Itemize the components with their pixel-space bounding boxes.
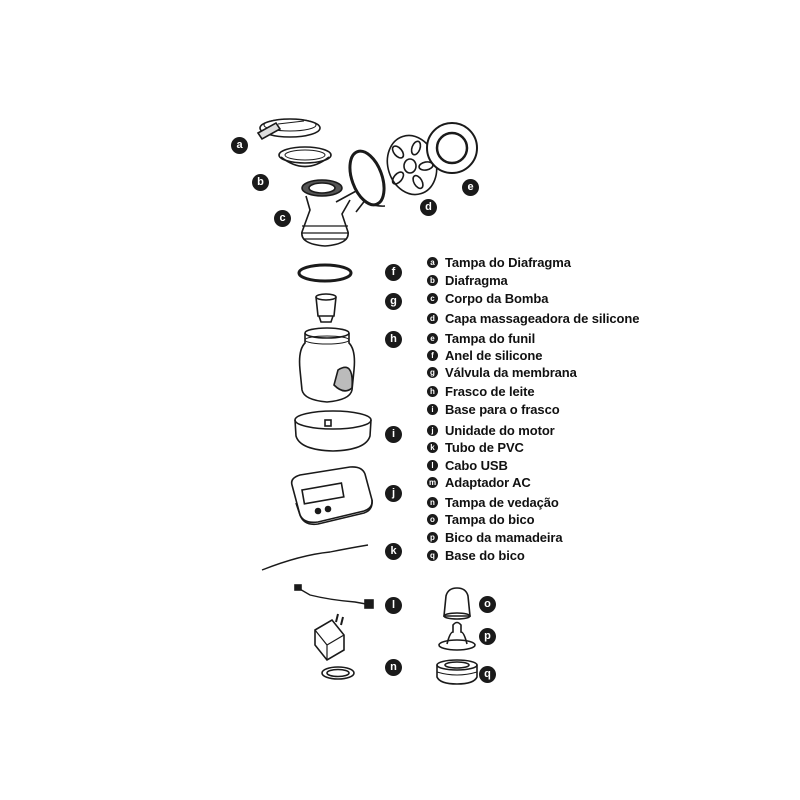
legend-item: d Capa massageadora de silicone [427, 311, 639, 326]
pump-body-part [301, 179, 371, 247]
milk-bottle-part [298, 327, 356, 403]
bottle-nipple-part [438, 621, 476, 651]
funnel-part [348, 149, 386, 207]
legend-label: Tampa do bico [445, 512, 535, 527]
badge-e: e [462, 179, 479, 196]
badge-h: h [385, 331, 402, 348]
legend-label: Válvula da membrana [445, 365, 577, 380]
legend-marker: c [427, 293, 438, 304]
legend-label: Anel de silicone [445, 348, 543, 363]
legend-label: Tampa do Diafragma [445, 255, 571, 270]
legend-marker: h [427, 386, 438, 397]
legend-item: i Base para o frasco [427, 402, 560, 417]
legend-marker: f [427, 350, 438, 361]
nipple-cap-part [443, 587, 471, 620]
motor-unit-part [290, 466, 373, 526]
diaphragm-cover-part [256, 118, 321, 141]
pvc-tube-part [261, 544, 369, 571]
badge-b: b [252, 174, 269, 191]
funnel-cover-part [426, 122, 478, 174]
legend-label: Capa massageadora de silicone [445, 311, 640, 326]
badge-k: k [385, 543, 402, 560]
diaphragm-part [278, 146, 332, 168]
badge-g: g [385, 293, 402, 310]
legend-marker: q [427, 550, 438, 561]
legend-marker: g [427, 367, 438, 378]
legend-item: b Diafragma [427, 273, 508, 288]
legend-item: j Unidade do motor [427, 423, 555, 438]
badge-i: i [385, 426, 402, 443]
badge-a: a [231, 137, 248, 154]
legend-label: Unidade do motor [445, 423, 555, 438]
legend-item: q Base do bico [427, 548, 525, 563]
legend-marker: o [427, 514, 438, 525]
legend-marker: m [427, 477, 438, 488]
badge-o: o [479, 596, 496, 613]
legend-item: k Tubo de PVC [427, 440, 524, 455]
bottle-base-part [294, 410, 372, 452]
legend-label: Diafragma [445, 273, 508, 288]
legend-item: n Tampa de vedação [427, 495, 559, 510]
badge-c: c [274, 210, 291, 227]
legend-label: Frasco de leite [445, 384, 535, 399]
legend-marker: a [427, 257, 438, 268]
badge-d: d [420, 199, 437, 216]
legend-label: Bico da mamadeira [445, 530, 563, 545]
legend-item: p Bico da mamadeira [427, 530, 563, 545]
legend-marker: e [427, 333, 438, 344]
legend-marker: l [427, 460, 438, 471]
legend-item: m Adaptador AC [427, 475, 531, 490]
legend-label: Adaptador AC [445, 475, 531, 490]
legend-item: f Anel de silicone [427, 348, 542, 363]
legend-label: Tampa do funil [445, 331, 536, 346]
legend-item: g Válvula da membrana [427, 365, 577, 380]
legend-marker: j [427, 425, 438, 436]
legend-item: a Tampa do Diafragma [427, 255, 571, 270]
legend-item: o Tampa do bico [427, 512, 535, 527]
sealing-cap-part [321, 666, 355, 680]
legend-label: Tubo de PVC [445, 440, 524, 455]
badge-l: l [385, 597, 402, 614]
legend-item: e Tampa do funil [427, 331, 535, 346]
legend-marker: i [427, 404, 438, 415]
legend-item: c Corpo da Bomba [427, 291, 548, 306]
legend-marker: n [427, 497, 438, 508]
legend-marker: k [427, 442, 438, 453]
badge-p: p [479, 628, 496, 645]
nipple-base-part [436, 659, 478, 685]
legend-label: Base para o frasco [445, 402, 560, 417]
legend-label: Cabo USB [445, 458, 508, 473]
legend-marker: p [427, 532, 438, 543]
badge-n: n [385, 659, 402, 676]
legend-marker: d [427, 313, 438, 324]
legend-label: Tampa de vedação [445, 495, 559, 510]
legend-item: h Frasco de leite [427, 384, 535, 399]
badge-q: q [479, 666, 496, 683]
ac-adapter-part [314, 613, 345, 662]
legend-label: Corpo da Bomba [445, 291, 549, 306]
badge-f: f [385, 264, 402, 281]
legend-marker: b [427, 275, 438, 286]
legend-item: l Cabo USB [427, 458, 508, 473]
silicone-ring-part [297, 263, 353, 283]
badge-j: j [385, 485, 402, 502]
membrane-valve-part [315, 293, 337, 323]
legend-label: Base do bico [445, 548, 525, 563]
usb-cable-part [294, 584, 374, 609]
